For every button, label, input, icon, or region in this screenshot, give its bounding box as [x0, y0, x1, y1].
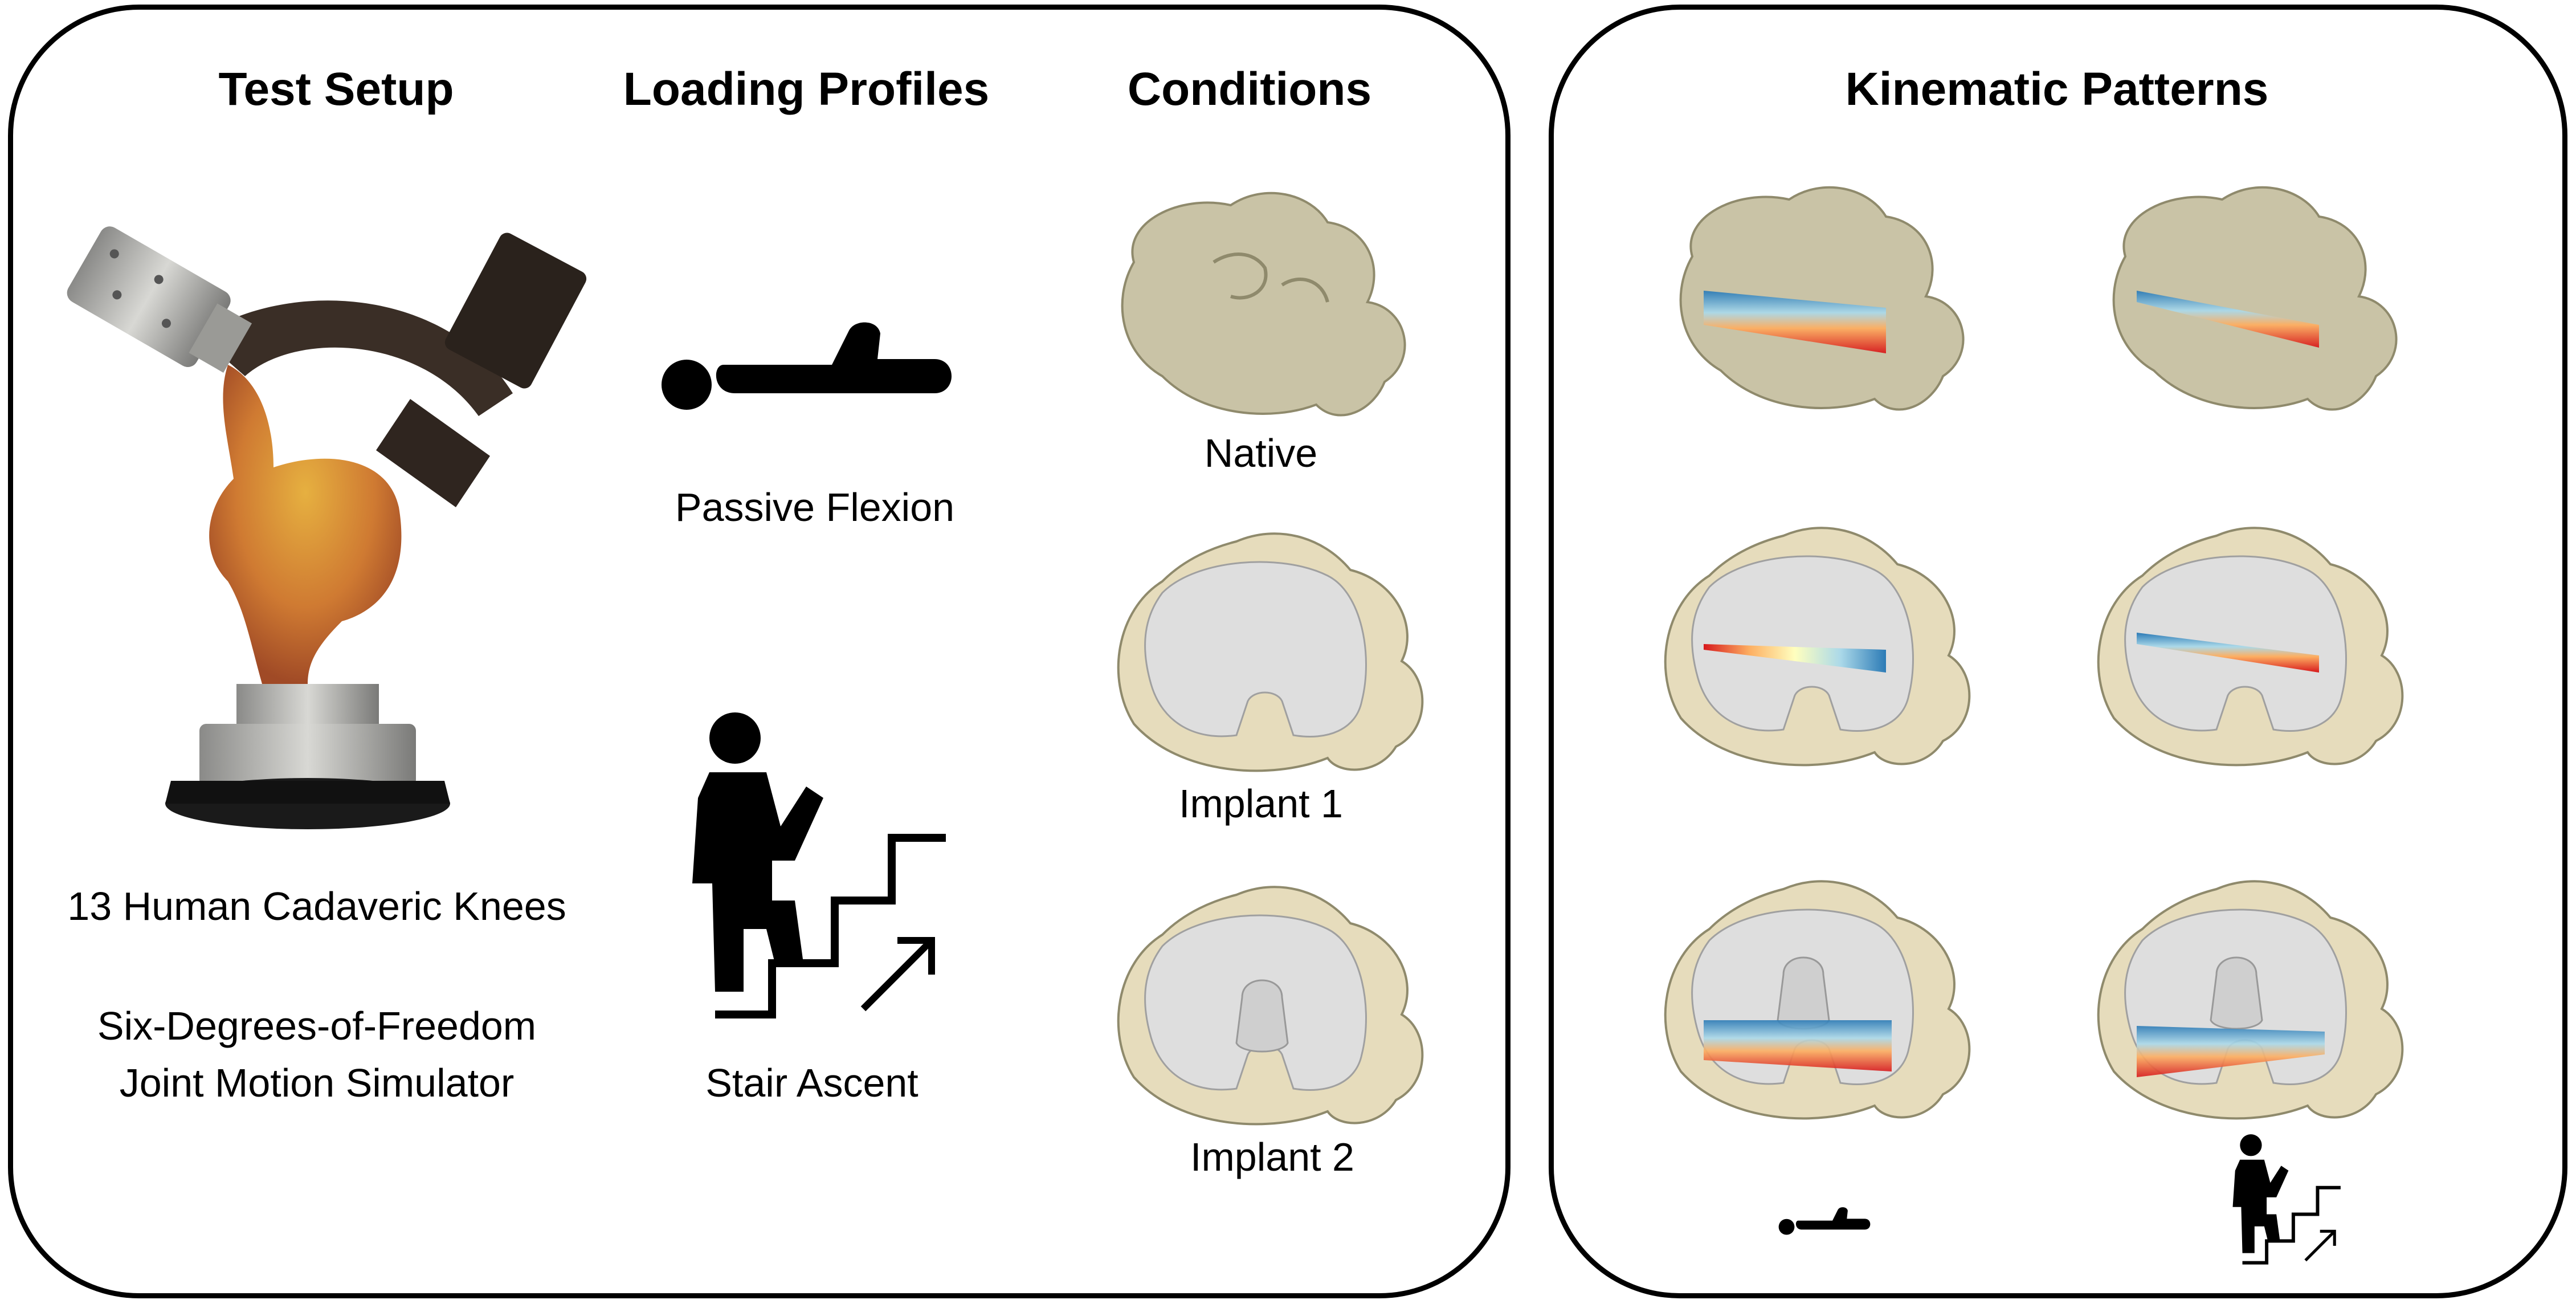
loading-profiles-heading: Loading Profiles — [623, 63, 990, 115]
profile-label-passive-flexion: Passive Flexion — [675, 485, 955, 529]
stair-climbing-person-icon — [692, 712, 946, 1018]
kinematic-patterns-heading: Kinematic Patterns — [1845, 63, 2269, 115]
implant-1-tibia-image — [1117, 532, 1424, 772]
implant-2-tibia-image — [1117, 886, 1424, 1126]
condition-label-implant-1: Implant 1 — [1179, 781, 1343, 826]
condition-label-native: Native — [1204, 431, 1318, 475]
lying-person-icon — [662, 322, 952, 410]
native-tibia-image — [1121, 192, 1406, 417]
simulator-label-line2: Joint Motion Simulator — [119, 1061, 515, 1105]
condition-label-implant-2: Implant 2 — [1190, 1135, 1354, 1179]
profile-label-stair-ascent: Stair Ascent — [705, 1061, 918, 1105]
test-setup-heading: Test Setup — [218, 63, 454, 115]
specimens-label: 13 Human Cadaveric Knees — [67, 884, 566, 928]
kinematic-patterns-grid — [1664, 186, 2404, 1120]
passive-flexion-icon — [1778, 1207, 1871, 1235]
stair-ascent-icon — [2232, 1134, 2341, 1265]
simulator-label-line1: Six-Degrees-of-Freedom — [97, 1004, 537, 1048]
joint-motion-simulator-image — [67, 226, 587, 829]
conditions-heading: Conditions — [1127, 63, 1372, 115]
